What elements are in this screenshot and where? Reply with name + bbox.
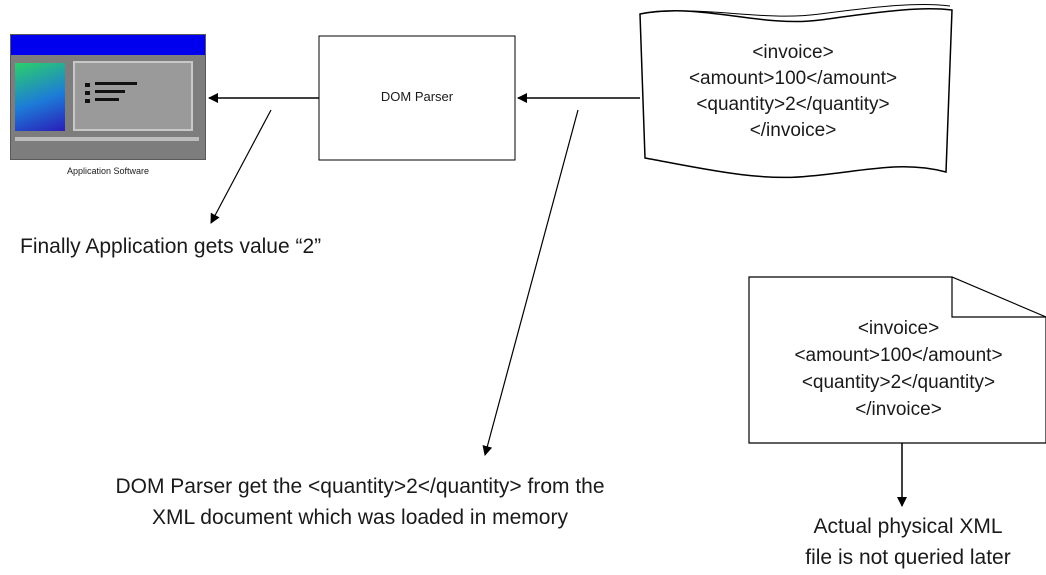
xml-line: <amount>100</amount>: [794, 345, 1003, 366]
caption-line: Actual physical XML: [813, 515, 1003, 538]
xml-line: <invoice>: [752, 42, 834, 63]
text-line-icon: [95, 98, 119, 101]
bullet-icon: [85, 99, 90, 103]
caption-line: DOM Parser get the <quantity>2</quantity…: [115, 475, 605, 498]
caption-line: XML document which was loaded in memory: [152, 506, 568, 529]
xml-line: <quantity>2</quantity>: [801, 372, 996, 393]
bullet-icon: [85, 91, 90, 95]
application-window-icon: [10, 34, 206, 160]
file-corner-fold: [951, 277, 1046, 318]
pointer-application-result: [210, 109, 272, 224]
physical-file-shape: [748, 276, 1046, 444]
window-content-panel: [73, 61, 193, 131]
bullet-icon: [85, 83, 90, 87]
pointer-parser-note: [482, 109, 579, 456]
xml-line: <amount>100</amount>: [688, 68, 898, 89]
xml-line: </invoice>: [855, 399, 942, 420]
window-status-bar: [15, 137, 199, 141]
application-software-label: Application Software: [66, 166, 150, 176]
window-sidebar-gradient: [15, 63, 65, 131]
dom-parser-box: [318, 35, 516, 161]
window-titlebar: [11, 35, 205, 55]
dom-parser-label: DOM Parser: [380, 89, 454, 104]
xml-line: </invoice>: [749, 120, 837, 141]
loaded-document-shape: [639, 8, 953, 179]
text-line-icon: [95, 90, 125, 93]
loaded-document-fold: [639, 3, 951, 17]
xml-line: <quantity>2</quantity>: [696, 94, 890, 115]
application-result-caption: Finally Application gets value “2”: [20, 235, 322, 258]
text-line-icon: [95, 82, 137, 85]
caption-line: file is not queried later: [805, 546, 1011, 569]
xml-line: <invoice>: [857, 318, 940, 339]
